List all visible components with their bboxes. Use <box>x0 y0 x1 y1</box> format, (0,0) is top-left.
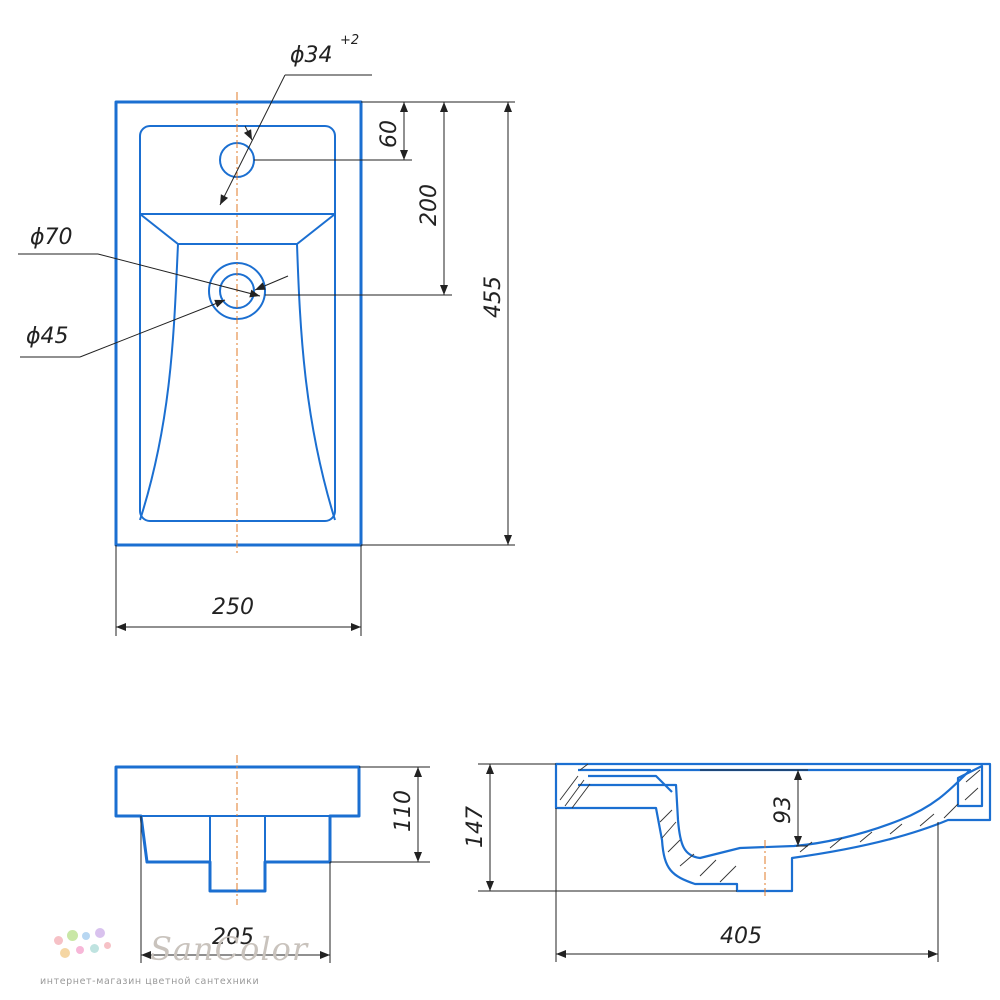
brand-dot <box>60 948 70 958</box>
side-section-outline <box>554 762 992 893</box>
front-height-label: 110 <box>391 790 416 832</box>
top-width-label: 250 <box>212 595 254 620</box>
brand-dot <box>67 930 78 941</box>
rim-profile <box>956 764 984 808</box>
bowl-width-label: 205 <box>212 925 254 950</box>
brand-name: SanColor <box>150 930 309 968</box>
overflow-channel <box>588 774 673 793</box>
side-section-inner-surface <box>578 768 972 860</box>
side-height-label: 147 <box>463 806 488 848</box>
brand-tagline: интернет-магазин цветной сантехники <box>40 976 260 987</box>
side-section: 147 93 405 <box>463 762 992 962</box>
brand-watermark: SanColor интернет-магазин цветной сантех… <box>40 926 307 990</box>
drain-diameter-label: ϕ45 <box>26 324 69 349</box>
top-view: ϕ34 +2 ϕ70 ϕ45 60 200 455 250 <box>18 33 515 636</box>
tap-hole-tolerance-label: +2 <box>340 33 359 48</box>
brand-dot <box>104 942 111 949</box>
brand-dot <box>76 946 84 954</box>
bowl-depth-label: 93 <box>771 796 796 824</box>
overflow-diameter-label: ϕ70 <box>30 225 73 250</box>
total-length-label: 455 <box>481 276 506 318</box>
tap-offset-label: 60 <box>377 120 402 148</box>
brand-dot <box>54 936 63 945</box>
front-view: 110 205 <box>114 755 430 963</box>
brand-dot <box>95 928 105 938</box>
tap-hole-diameter-label: ϕ34 <box>290 43 333 68</box>
section-hatching <box>559 763 981 883</box>
brand-dot <box>82 932 90 940</box>
brand-dot <box>90 944 99 953</box>
side-depth-label: 405 <box>720 924 762 949</box>
top-view-outer-rim <box>114 100 363 547</box>
front-view-inner <box>141 815 330 862</box>
drain-offset-label: 200 <box>417 184 442 226</box>
